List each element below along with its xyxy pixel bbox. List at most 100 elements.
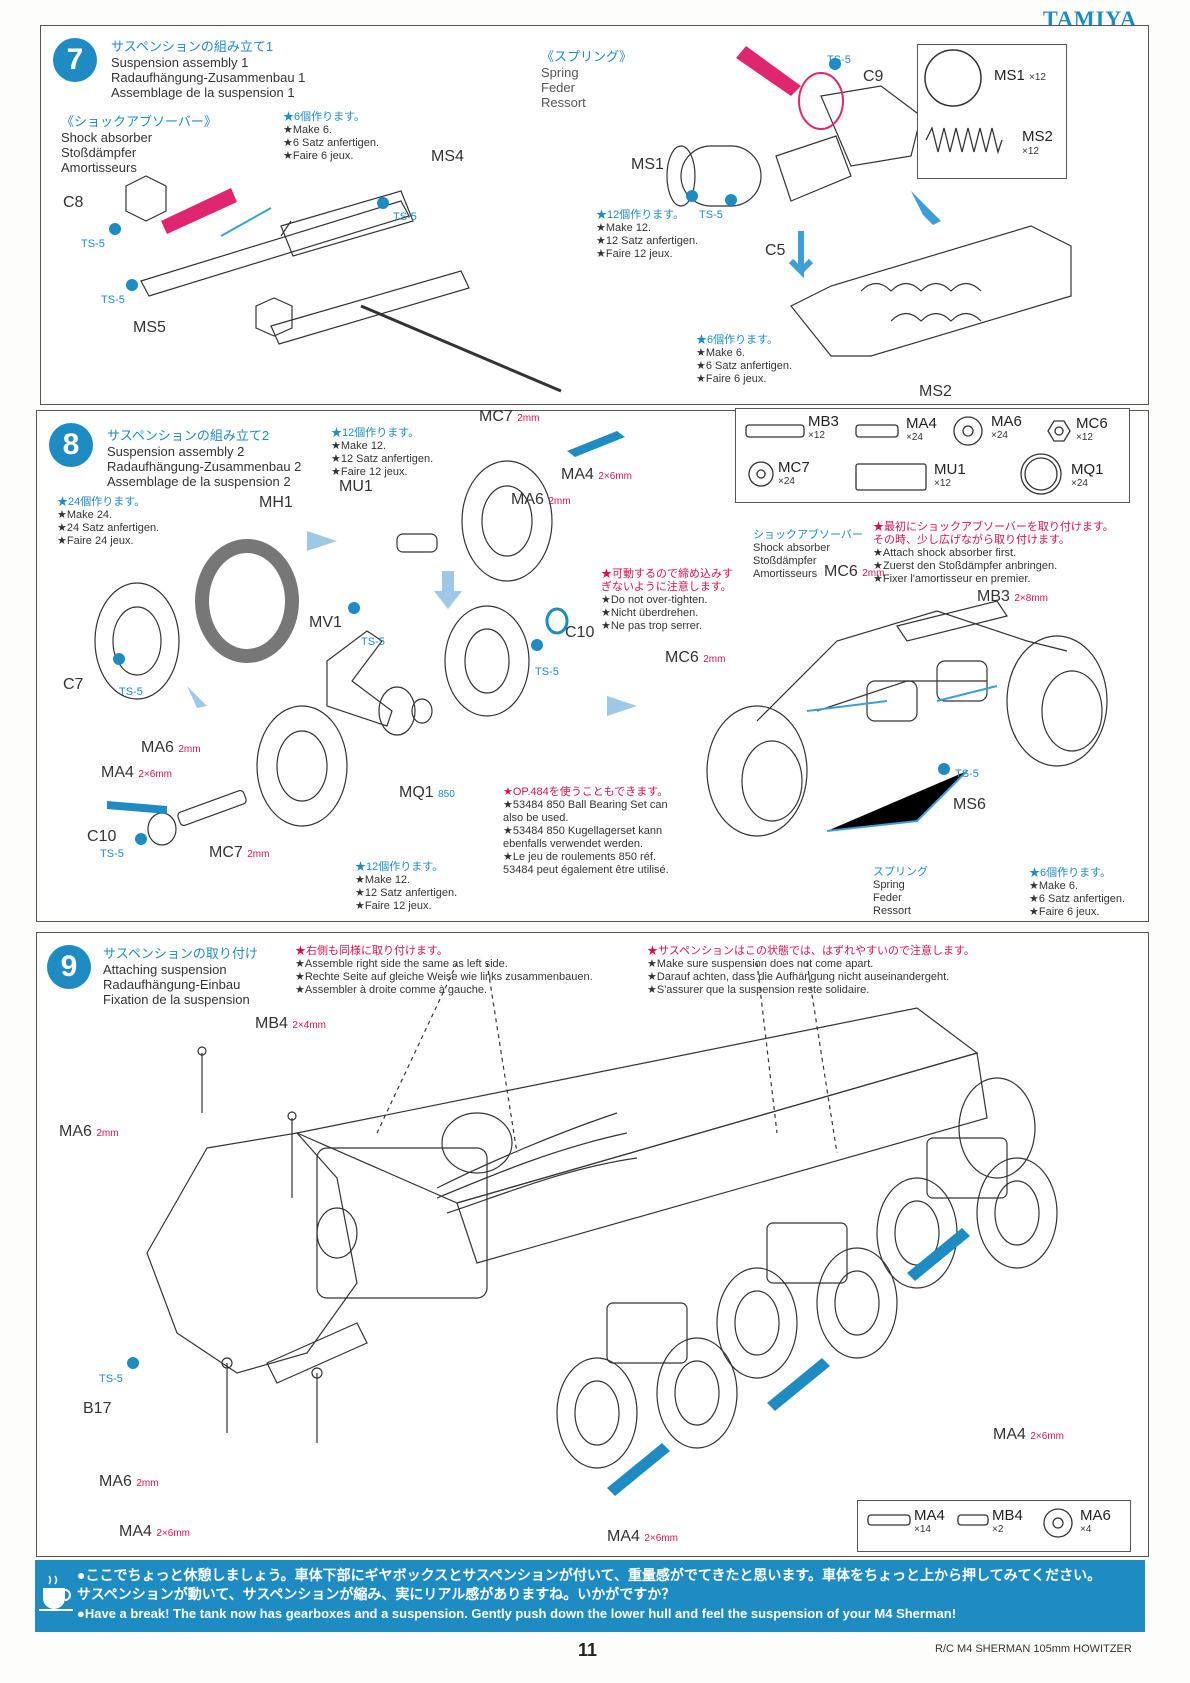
note-jp: ★12個作ります。 [355, 861, 444, 873]
note-jp1: ★最初にショックアブソーバーを取り付けます。 [873, 521, 1114, 533]
title-fr: Assemblage de la suspension 2 [107, 474, 291, 489]
label-mc6: MC6 2mm [665, 649, 726, 666]
break-banner: ●ここでちょっと休憩しましょう。車体下部にギヤボックスとサスペンションが付いて、… [35, 1560, 1145, 1632]
part-ma6: MA6×24 [991, 413, 1022, 441]
shock-absorber-heading: 《ショックアブソーバー》 Shock absorber Stoßdämpfer … [61, 111, 217, 175]
note-de: ★6 Satz anfertigen. [283, 137, 380, 149]
note-de1: ★53484 850 Kugellagerset kann [503, 825, 663, 837]
note-de: ★Zuerst den Stoßdämpfer anbringen. [873, 560, 1058, 572]
make24-note: ★24個作ります。 ★Make 24. ★24 Satz anfertigen.… [57, 496, 159, 548]
spring-en: Spring [541, 65, 579, 80]
label-c8: C8 [63, 194, 84, 211]
step7-parts-box: MS1 ×12 MS2×12 [917, 44, 1067, 179]
note-jp: ★24個作ります。 [57, 496, 146, 508]
part-mq1: MQ1×24 [1071, 461, 1104, 489]
label-en: Spring [873, 879, 905, 891]
title-en: Attaching suspension [103, 962, 227, 977]
title-en: Suspension assembly 1 [111, 55, 249, 70]
right-side-note: ★右側も同様に取り付けます。 ★Assemble right side the … [295, 945, 593, 997]
make6-note: ★6個作ります。 ★Make 6. ★6 Satz anfertigen. ★F… [283, 111, 379, 163]
note-fr: ★Faire 12 jeux. [355, 900, 432, 912]
note-jp: ★12個作ります。 [596, 209, 685, 221]
label-de: Feder [873, 892, 902, 904]
label-ts5: TS-5 [535, 666, 559, 678]
title-jp: サスペンションの取り付け [103, 946, 258, 961]
note-fr: ★Faire 6 jeux. [696, 373, 767, 385]
note-fr: ★S'assurer que la suspension reste solid… [647, 984, 870, 996]
label-mb3: MB3 2×8mm [977, 588, 1048, 605]
spring-fr: Ressort [541, 95, 586, 110]
spring-de: Feder [541, 80, 575, 95]
note-en: ★Make 24. [57, 509, 113, 521]
note-de2: ebenfalls verwendet werden. [503, 838, 644, 850]
part-ms1: MS1 ×12 [994, 67, 1046, 84]
note-en: ★Assemble right side the same as left si… [295, 958, 508, 970]
label-ts5: TS-5 [827, 54, 851, 66]
label-jp: スプリング [873, 866, 928, 878]
overtight-note: ★可動するので締め込みす ぎないように注意します。 ★Do not over-t… [601, 568, 733, 633]
title-de: Radaufhängung-Einbau [103, 977, 241, 992]
label-ms4: MS4 [431, 148, 464, 165]
note-fr: ★Fixer l'amortisseur en premier. [873, 573, 1031, 585]
shock-absorber-drawing [109, 46, 1072, 393]
note-fr: ★Assembler à droite comme à gauche. [295, 984, 488, 996]
label-c5: C5 [765, 242, 786, 259]
title-de: Radaufhängung-Zusammenbau 2 [107, 459, 302, 474]
part-ma6: MA6×4 [1080, 1507, 1111, 1535]
note-en: ★Make sure suspension does not come apar… [647, 958, 874, 970]
break-text-jp2: サスペンションが動いて、サスペンションが縮み、実にリアル感がありますね。いかがで… [77, 1586, 676, 1602]
label-jp: ショックアブソーバー [753, 529, 863, 541]
break-text-en: ●Have a break! The tank now has gearboxe… [77, 1606, 957, 1621]
label-mc6: MC6 2mm [824, 563, 885, 580]
heading-en: Shock absorber [61, 130, 153, 145]
hull-suspension-drawing [127, 962, 1058, 1496]
step7-panel: 7 サスペンションの組み立て1 Suspension assembly 1 Ra… [40, 25, 1149, 405]
label-mc7: MC7 2mm [479, 408, 540, 425]
step8-title: サスペンションの組み立て2 Suspension assembly 2 Rada… [107, 425, 301, 489]
note-fr1: ★Le jeu de roulements 850 réf. [503, 851, 656, 863]
op484-note: ★OP.484を使うこともできます。 ★53484 850 Ball Beari… [503, 786, 669, 877]
label-fr: Amortisseurs [753, 568, 818, 580]
title-fr: Fixation de la suspension [103, 992, 250, 1007]
note-de: ★Darauf achten, dass die Aufhängung nich… [647, 971, 950, 983]
label-ma6: MA6 2mm [99, 1473, 159, 1490]
make12b-note: ★12個作ります。 ★Make 12. ★12 Satz anfertigen.… [355, 861, 457, 913]
note-de: ★12 Satz anfertigen. [355, 887, 458, 899]
title-en: Suspension assembly 2 [107, 444, 245, 459]
label-ma6: MA6 2mm [511, 491, 571, 508]
road-wheel-drawing [94, 431, 1108, 846]
note-jp: ★OP.484を使うこともできます。 [503, 786, 669, 798]
note-jp: ★サスペンションはこの状態では、はずれやすいので注意します。 [647, 945, 975, 957]
note-en1: ★53484 850 Ball Bearing Set can [503, 799, 668, 811]
note-de: ★6 Satz anfertigen. [1029, 893, 1126, 905]
note-jp: ★右側も同様に取り付けます。 [295, 945, 448, 957]
spring-label: スプリング Spring Feder Ressort [873, 866, 928, 918]
title-jp: サスペンションの組み立て1 [111, 39, 274, 54]
label-ts5: TS-5 [100, 848, 124, 860]
label-mq1: MQ1 850 [399, 784, 455, 801]
label-ts5: TS-5 [81, 238, 105, 250]
label-ma4: MA4 2×6mm [119, 1523, 190, 1540]
note-fr2: 53484 peut également être utilisé. [503, 864, 669, 876]
step9-panel: 9 サスペンションの取り付け Attaching suspension Rada… [36, 932, 1149, 1557]
note-de: ★Rechte Seite auf gleiche Weise wie link… [295, 971, 593, 983]
note-de: ★Nicht überdrehen. [601, 607, 699, 619]
part-mb3: MB3×12 [808, 413, 839, 441]
coffee-cup-icon [39, 1575, 73, 1611]
label-ts5: TS-5 [699, 209, 723, 221]
note-en: ★Make 12. [355, 874, 411, 886]
step9-number: 9 [47, 945, 91, 989]
label-c9: C9 [863, 68, 884, 85]
note-fr: ★Faire 6 jeux. [283, 150, 354, 162]
note-jp1: ★可動するので締め込みす [601, 568, 733, 580]
note-jp: ★12個作ります。 [331, 427, 420, 439]
step9-title: サスペンションの取り付け Attaching suspension Radauf… [103, 943, 258, 1007]
heading-de: Stoßdämpfer [61, 145, 137, 160]
parts-drawing [867, 1508, 1073, 1538]
label-ts5: TS-5 [99, 1373, 123, 1385]
make6-note: ★6個作ります。 ★Make 6. ★6 Satz anfertigen. ★F… [1029, 867, 1125, 919]
note-de: ★6 Satz anfertigen. [696, 360, 793, 372]
part-ma4: MA4×24 [906, 415, 937, 443]
note-jp: ★6個作ります。 [283, 111, 366, 123]
note-jp2: その時、少し広げながら取り付けます。 [873, 534, 1070, 546]
